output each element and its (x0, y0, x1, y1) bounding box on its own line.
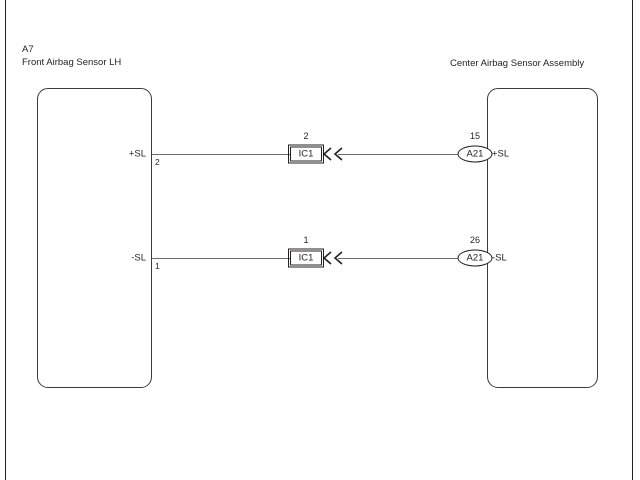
left-component-caption: A7 Front Airbag Sensor LH (22, 44, 121, 69)
right-component-name: Center Airbag Sensor Assembly (450, 58, 585, 69)
terminal-label-right-upper: +SL (492, 148, 510, 160)
terminal-label-left-lower: -SL (131, 252, 146, 264)
left-component-box (37, 88, 152, 388)
inline-connector-pin-upper: 2 (303, 131, 309, 141)
pin-number-left-lower: 1 (155, 261, 160, 271)
junction-oval-lower: A21 (457, 249, 493, 267)
terminal-label-right-lower: -SL (492, 252, 507, 264)
junction-oval-upper: A21 (457, 145, 493, 163)
inline-connector-pin-lower: 1 (303, 235, 309, 245)
pin-number-left-upper: 2 (155, 157, 160, 167)
left-component-code: A7 (22, 44, 34, 55)
page-frame-right-rule (632, 0, 633, 480)
wire-lower-left-segment (152, 258, 290, 259)
terminal-label-left-upper: +SL (128, 148, 146, 160)
direction-chevrons-upper-icon (322, 147, 344, 161)
junction-pin-lower: 26 (469, 235, 480, 245)
wire-upper-left-segment (152, 154, 290, 155)
inline-connector-lower: IC1 (288, 248, 324, 268)
left-component-name: Front Airbag Sensor LH (22, 56, 122, 68)
inline-connector-upper: IC1 (288, 144, 324, 164)
page-frame-left-rule (5, 0, 6, 480)
right-component-caption: Center Airbag Sensor Assembly (450, 58, 584, 71)
wire-lower-right-segment (338, 258, 458, 259)
wire-upper-right-segment (338, 154, 458, 155)
junction-pin-upper: 15 (469, 131, 480, 141)
right-component-box (487, 88, 598, 388)
direction-chevrons-lower-icon (322, 251, 344, 265)
